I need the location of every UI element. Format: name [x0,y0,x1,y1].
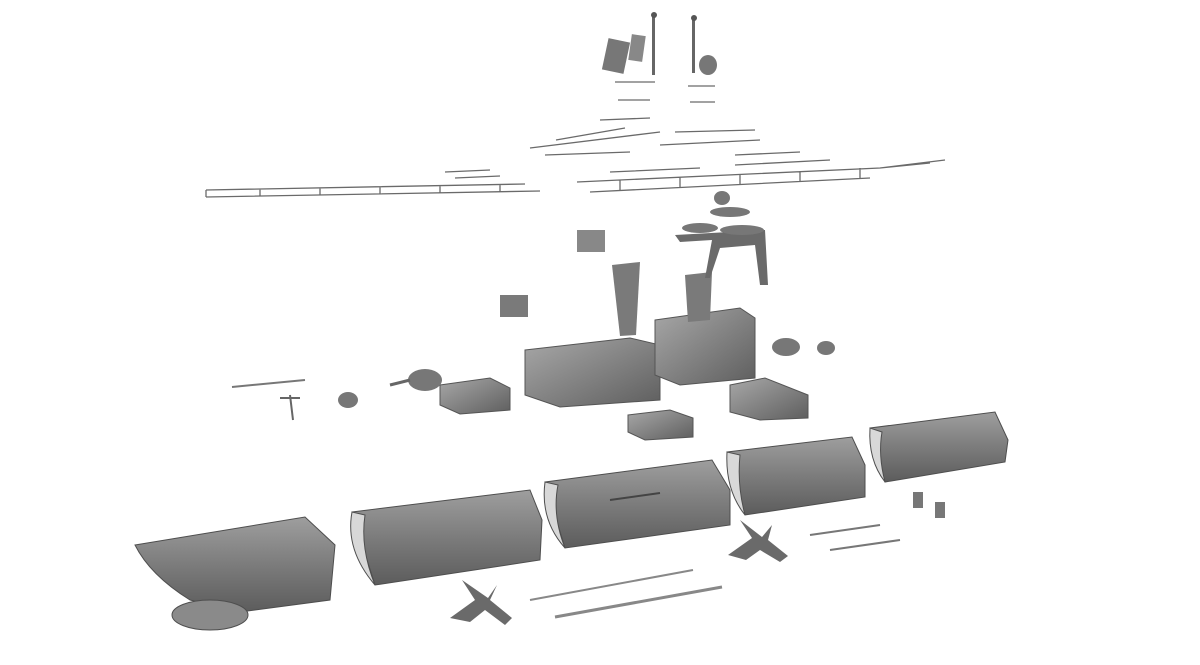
rudder-2 [935,502,945,518]
ciws-mount [338,392,358,408]
superstructure [439,230,809,441]
boat-3 [682,223,718,233]
bridge-box [577,230,605,252]
bow-bulb [171,599,249,631]
gantry-frame [675,230,768,285]
hull-section-3 [544,459,731,549]
radar-array-left [601,38,631,74]
dome-1 [714,191,730,205]
hull-section-2 [351,489,543,586]
mast-left-top [651,12,657,18]
mast-left [652,15,655,75]
propeller-shaft-1 [809,524,881,536]
gun-barrel-forward [389,378,411,387]
ciws-mount-aft [817,341,835,355]
display-stands [450,520,901,625]
radar-array-mid [628,34,646,62]
masts [601,12,717,75]
small-box [500,295,528,317]
hull-section-3-opening [543,481,566,549]
trim-strip-2 [554,585,723,619]
railing-top [615,81,715,103]
aft-superstructure [654,307,756,386]
hull-bow [134,516,336,613]
hull-section-5-opening [869,427,886,483]
hull-sections [134,411,1009,631]
deck-seam [609,492,661,501]
radar-dish-right [699,55,717,75]
deck-block-center [627,409,694,441]
rudder-1 [913,492,923,508]
boat-2 [720,225,764,235]
stand-right [728,520,788,562]
hull-section-5 [869,411,1009,483]
mast-right [692,18,695,73]
deck-block-right [729,377,809,421]
tower-aft [685,272,712,322]
railings [205,81,946,198]
railing-mid-3 [444,117,701,179]
hull-section-2-opening [350,511,376,586]
hull-section-4-opening [726,451,746,516]
gun-turret-aft [772,338,800,356]
anchor-chain [231,379,306,388]
railing-mid-1 [529,127,661,156]
boat-1 [710,207,750,217]
railing-long-right [576,159,946,193]
gun-turret-forward [408,369,442,391]
tower-forward [612,262,640,336]
propeller-shaft-2 [829,539,901,551]
railing-long-left [205,183,541,198]
palm-mast [280,394,300,421]
railing-mid-2 [659,129,831,166]
forward-superstructure [524,337,661,408]
hull-section-4 [726,436,866,516]
stand-left [450,580,512,625]
turrets-and-fittings [231,191,945,518]
trim-strip-1 [529,569,694,601]
mast-right-top [691,15,697,21]
hangar-block [439,377,511,415]
